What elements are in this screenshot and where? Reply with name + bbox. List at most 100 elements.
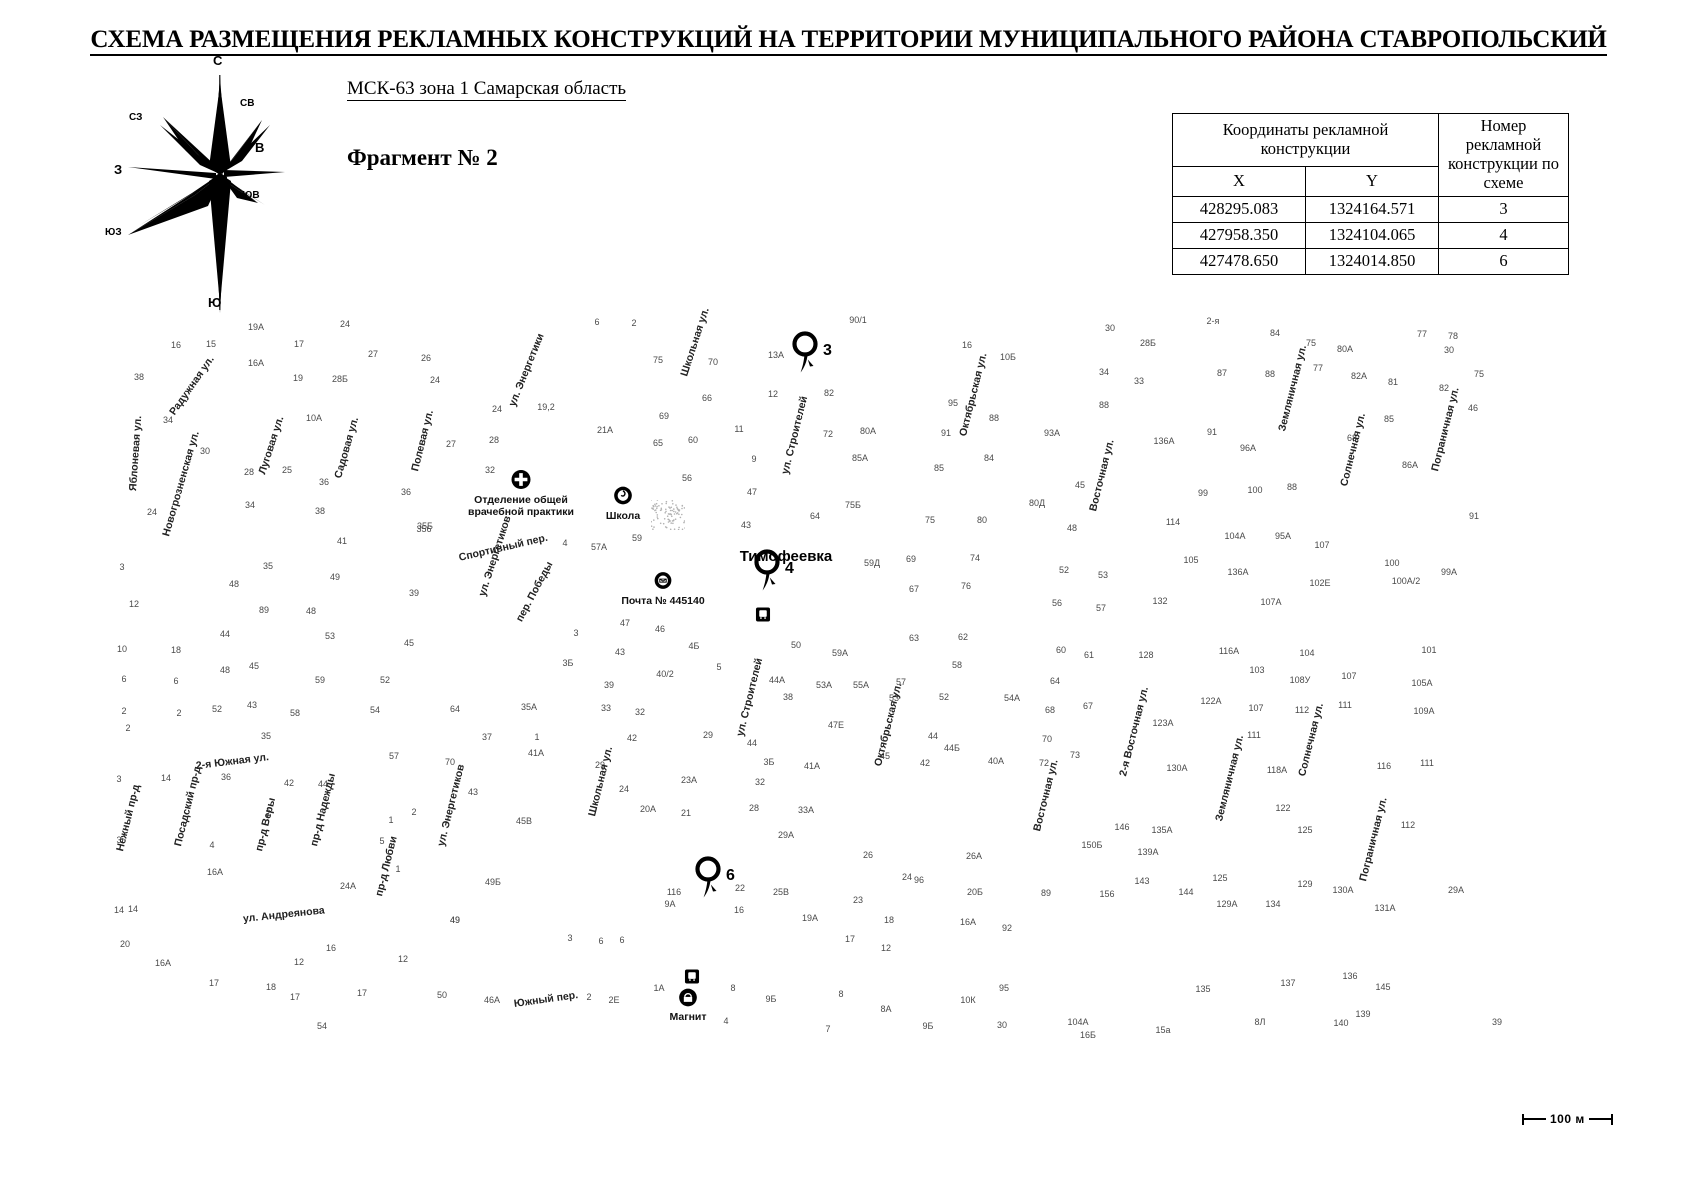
street-name-label: Школьная ул. [678, 306, 712, 378]
house-number-label: 118А [1266, 765, 1288, 775]
house-number-label: 25В [772, 887, 790, 897]
house-number-label: 28 [748, 803, 760, 813]
house-number-label: 112 [1400, 820, 1416, 830]
table-header-row-2: X Y [1172, 165, 1569, 197]
house-number-label: 86А [1401, 460, 1419, 470]
house-number-label: 136 [1342, 971, 1358, 981]
house-number-label: 9 [751, 454, 757, 464]
ad-construction-marker[interactable] [694, 856, 724, 905]
house-number-label: 102Е [1309, 578, 1331, 588]
street-name-label: Восточная ул. [1031, 758, 1061, 833]
construction-number-value: 4 [1438, 221, 1569, 249]
street-name-label: ул. Энергетики [506, 331, 547, 409]
house-number-label: 2Е [608, 995, 620, 1005]
house-number-label: 3 [116, 774, 122, 784]
house-number-label: 91 [1206, 427, 1218, 437]
poi-label: Школа [605, 510, 641, 522]
house-number-label: 111 [1420, 758, 1434, 768]
vegetation-patch [650, 499, 686, 531]
scale-bar: 100 м [1522, 1110, 1613, 1128]
house-number-label: 80А [859, 426, 877, 436]
house-number-label: 29 [702, 730, 714, 740]
street-name-label: ул. Строителей [734, 656, 766, 738]
house-number-label: 99 [1197, 488, 1209, 498]
house-number-label: 104 [1299, 648, 1315, 658]
house-number-label: 9Б [922, 1021, 934, 1031]
house-number-label: 107 [1248, 703, 1264, 713]
house-number-label: 8 [838, 989, 844, 999]
house-number-label: 4 [562, 538, 568, 548]
house-number-label: 11 [734, 424, 744, 434]
map-pin-icon [754, 549, 780, 591]
house-number-label: 143 [1134, 876, 1150, 886]
house-number-label: 20 [119, 939, 131, 949]
house-number-label: 111 [1338, 700, 1352, 710]
house-number-label: 76 [960, 581, 972, 591]
house-number-label: 9А [664, 899, 676, 909]
compass-rose: С СВ В ЮВ Ю ЮЗ З СЗ [100, 53, 300, 325]
house-number-label: 116 [1376, 761, 1392, 771]
house-number-label: 137 [1280, 978, 1296, 988]
house-number-label: 68 [1044, 705, 1056, 715]
house-number-label: 53А [815, 680, 833, 690]
house-number-label: 136А [1153, 436, 1175, 446]
house-number-label: 42 [283, 778, 295, 788]
house-number-label: 91 [940, 428, 952, 438]
house-number-label: 30 [199, 446, 211, 456]
house-number-label: 107 [1341, 671, 1357, 681]
house-number-label: 40/2 [656, 669, 674, 679]
house-number-label: 12 [128, 599, 140, 609]
house-number-label: 68 [1346, 433, 1358, 443]
house-number-label: 104А [1067, 1017, 1089, 1027]
settlement-label: Тимофеевка [739, 548, 833, 565]
house-number-label: 74 [969, 553, 981, 563]
house-number-label: 23А [680, 775, 698, 785]
house-number-label: 33 [600, 703, 612, 713]
house-number-label: 88 [988, 413, 1000, 423]
scale-bar-left-cap [1522, 1113, 1524, 1125]
house-number-label: 129 [1297, 879, 1313, 889]
house-number-label: 57 [388, 751, 400, 761]
street-name-label: Радужная ул. [167, 353, 217, 418]
house-number-label: 3 [116, 835, 122, 845]
construction-number-value: 6 [1438, 247, 1569, 275]
house-number-label: 24 [429, 375, 441, 385]
house-number-label: 19А [801, 913, 819, 923]
house-number-label: 32 [754, 777, 766, 787]
house-number-label: 63 [908, 633, 920, 643]
house-number-label: 29А [777, 830, 795, 840]
ad-construction-marker[interactable] [753, 549, 783, 598]
house-number-label: 4Б [688, 641, 700, 651]
ad-construction-marker[interactable] [791, 331, 821, 380]
house-number-label: 24А [339, 881, 357, 891]
house-number-label: 33 [1133, 376, 1145, 386]
compass-south-label: Ю [208, 295, 222, 310]
scale-bar-line-left [1524, 1118, 1546, 1120]
house-number-label: 32 [484, 465, 496, 475]
coordinate-system-label: МСК-63 зона 1 Самарская область [347, 78, 627, 101]
house-number-label: 3 [573, 628, 579, 638]
house-number-label: 30 [1443, 345, 1455, 355]
street-name-label: пер. Победы [513, 559, 556, 624]
house-number-label: 26 [862, 850, 874, 860]
house-number-label: 23 [852, 895, 864, 905]
house-number-label: 35 [262, 561, 274, 571]
house-number-label: 2 [411, 807, 417, 817]
street-name-label: Новогрозненская ул. [160, 429, 202, 538]
house-number-label: 32 [634, 707, 646, 717]
house-number-label: 45 [403, 638, 415, 648]
house-number-label: 72 [1038, 758, 1050, 768]
house-number-label: 131А [1374, 903, 1396, 913]
house-number-label: 16А [154, 958, 172, 968]
house-number-label: 108У [1289, 675, 1311, 685]
bus-stop-icon [684, 969, 700, 989]
house-number-label: 45 [248, 661, 260, 671]
house-number-label: 60 [1055, 645, 1067, 655]
house-number-label: 10К [960, 995, 976, 1005]
house-number-label: 16Б [1080, 1030, 1096, 1040]
house-number-label: 125 [1212, 873, 1228, 883]
house-number-label: 53 [324, 631, 336, 641]
house-number-label: 75Б [845, 500, 861, 510]
house-number-label: 45В [515, 816, 533, 826]
